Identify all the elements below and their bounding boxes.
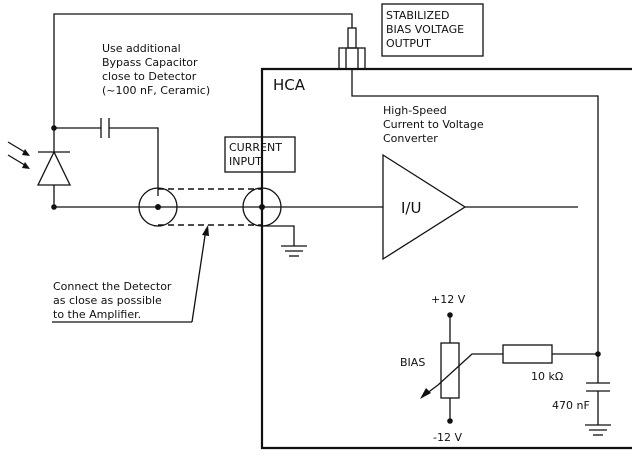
bias-wire-internal [351,69,599,354]
stabilized-output-box [381,3,484,57]
bypass-note-3: close to Detector [102,70,197,83]
minus-12v-label: -12 V [433,431,462,444]
current-input-label-2: INPUT [229,155,262,168]
light-arrows-icon [7,141,30,169]
bypass-note-4: (~100 nF, Ceramic) [102,84,210,97]
amplifier-label: I/U [401,199,421,217]
stabilized-label-2: BIAS VOLTAGE [386,23,464,36]
converter-label-3: Converter [383,132,438,145]
plus-12v-label: +12 V [431,293,466,306]
amplifier-symbol [382,153,467,261]
capacitor-label: 470 nF [552,399,590,412]
current-input-label-1: CURRENT [229,141,282,154]
bypass-capacitor-symbol [54,118,159,196]
connect-note-1: Connect the Detector [53,280,172,293]
photodiode-symbol [36,128,72,207]
converter-label-2: Current to Voltage [383,118,484,131]
bias-output-connector [338,27,366,70]
bypass-note-2: Bypass Capacitor [102,56,198,69]
connect-note-leader [191,228,207,323]
connect-note-2: as close as possible [53,294,162,307]
converter-label-1: High-Speed [383,104,447,117]
stabilized-label-3: OUTPUT [386,37,431,50]
resistor-symbol [420,344,598,399]
ground-symbol [262,225,307,257]
connect-note-3: to the Amplifier. [53,308,141,321]
potentiometer-symbol [440,312,460,424]
filter-capacitor-symbol [585,354,611,436]
stabilized-label-1: STABILIZED [386,9,450,22]
bias-wire-top [53,13,353,128]
hca-label: HCA [273,76,306,94]
hca-housing-outline [260,67,632,450]
current-input-box [224,136,296,173]
resistor-label: 10 kΩ [531,370,563,383]
bypass-note-1: Use additional [102,42,181,55]
bias-label: BIAS [400,356,425,369]
